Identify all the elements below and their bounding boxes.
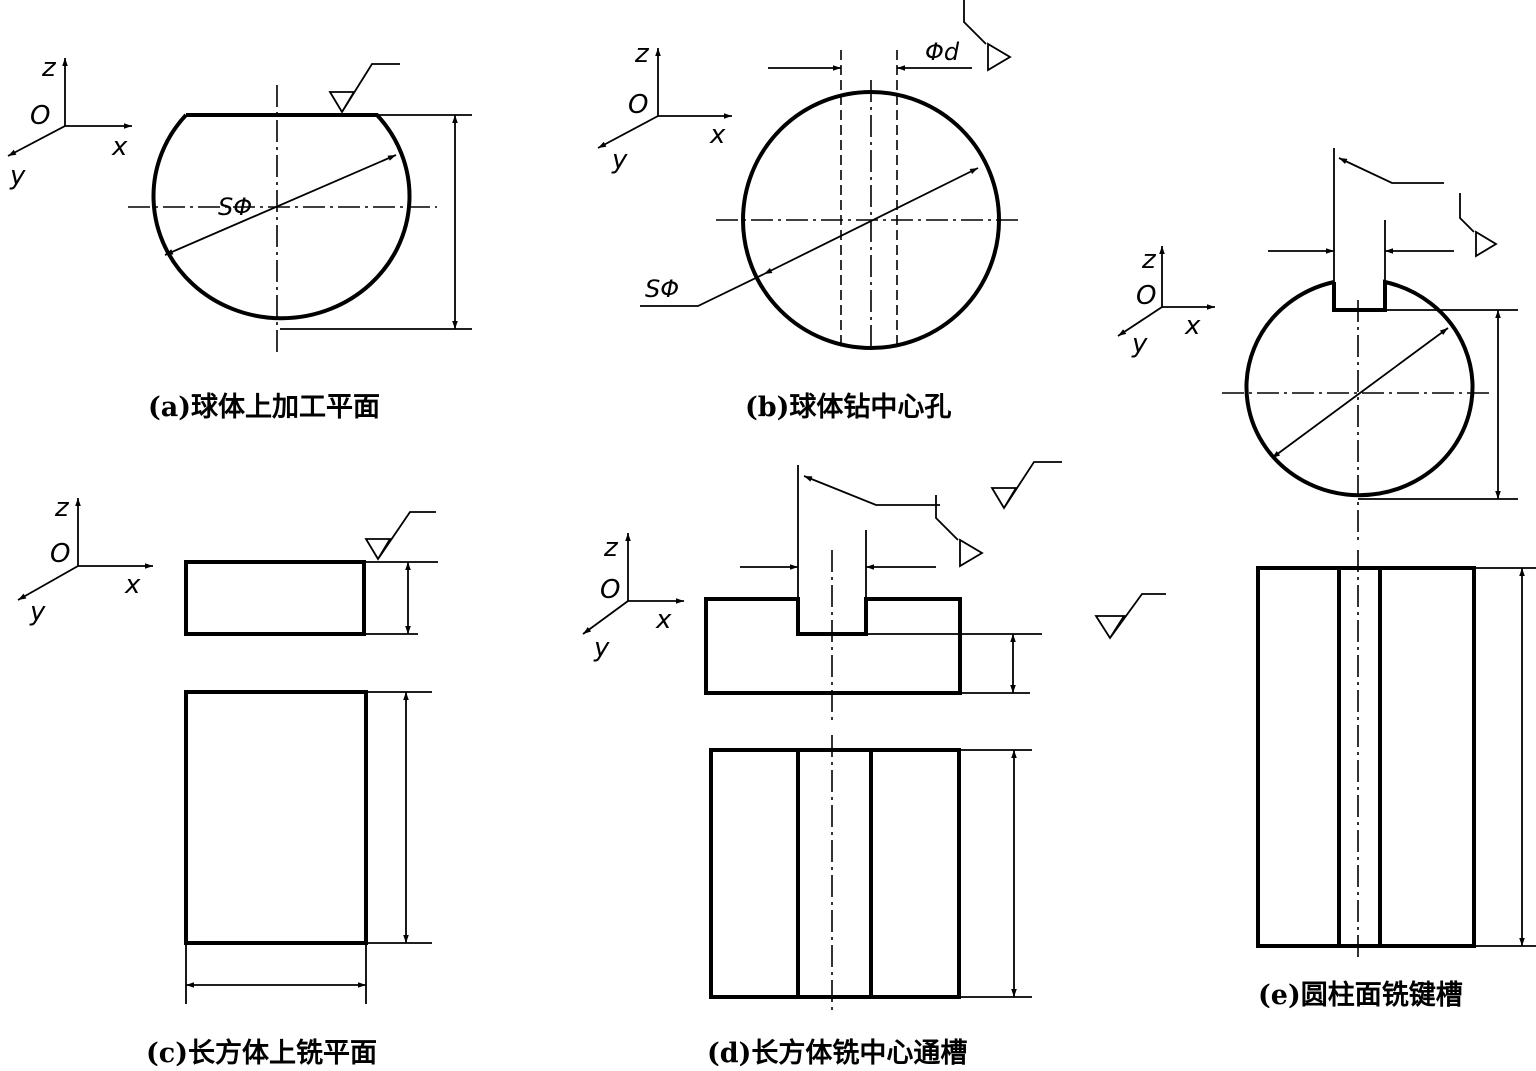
axis-z-label: z xyxy=(603,533,619,563)
axis-y-label: y xyxy=(9,161,26,191)
top-view-block xyxy=(709,748,961,999)
sphere-diameter-label: SΦ xyxy=(218,193,252,221)
axes-triad-b: z O x y xyxy=(597,39,732,175)
axes-triad-e: z O x y xyxy=(1117,245,1215,359)
symmetry-symbol xyxy=(935,495,984,568)
side-view-cylinder xyxy=(1256,566,1476,948)
axis-y-label: y xyxy=(593,633,610,663)
front-view-slotted-block xyxy=(704,597,962,695)
figure-d: z O x y xyxy=(582,461,1166,1010)
figure-a: z O x y SΦ xyxy=(7,53,472,355)
figure-c: z O x y xyxy=(17,493,438,1004)
caption-d: (d)长方体铣中心通槽 xyxy=(707,1037,967,1069)
diameter-leader xyxy=(640,273,765,307)
axis-z-label: z xyxy=(41,53,57,83)
surface-finish-symbol xyxy=(328,63,400,114)
sphere-diameter-label: SΦ xyxy=(645,275,679,303)
axis-y-label: y xyxy=(611,145,628,175)
axes-triad-d: z O x y xyxy=(582,533,684,663)
axis-x-label: x xyxy=(655,605,672,635)
axis-x-label: x xyxy=(1184,311,1201,341)
top-view-block xyxy=(184,690,368,945)
symmetry-leader xyxy=(803,475,940,506)
front-view-block xyxy=(184,560,366,636)
truncated-sphere-outline xyxy=(151,113,412,321)
keyway-cylinder-section xyxy=(1244,279,1475,498)
axis-origin-label: O xyxy=(628,90,648,120)
axis-origin-label: O xyxy=(30,101,50,131)
axes-triad-a: z O x y xyxy=(7,53,132,191)
axis-x-label: x xyxy=(709,120,726,150)
axis-z-label: z xyxy=(1141,245,1157,275)
axes-triad-c: z O x y xyxy=(17,493,153,627)
axis-y-label: y xyxy=(29,597,46,627)
diameter-dimension xyxy=(763,167,979,275)
caption-a: (a)球体上加工平面 xyxy=(148,392,380,423)
surface-finish-symbol-slot xyxy=(990,461,1062,510)
axis-x-label: x xyxy=(124,570,141,600)
axis-z-label: z xyxy=(634,39,650,69)
caption-e: (e)圆柱面铣键槽 xyxy=(1258,979,1463,1011)
diameter-dimension xyxy=(164,154,397,256)
axis-x-label: x xyxy=(111,132,128,162)
surface-finish-symbol xyxy=(963,0,1012,72)
symmetry-leader xyxy=(1338,157,1444,184)
axis-y-label: y xyxy=(1131,329,1148,359)
surface-finish-symbol-bottom xyxy=(1094,593,1166,640)
surface-finish-symbol xyxy=(1459,193,1498,258)
caption-b: (b)球体钻中心孔 xyxy=(745,392,951,423)
hole-diameter-label: Φd xyxy=(925,38,960,66)
figure-b: z O x y Φd SΦ xyxy=(597,0,1018,350)
surface-finish-symbol xyxy=(364,511,436,561)
axis-origin-label: O xyxy=(1136,281,1156,311)
axis-origin-label: O xyxy=(600,575,620,605)
figure-e: z O x y xyxy=(1117,148,1536,960)
axis-z-label: z xyxy=(54,493,70,523)
caption-c: (c)长方体上铣平面 xyxy=(146,1037,377,1069)
diameter-dimension xyxy=(1271,327,1449,459)
axis-origin-label: O xyxy=(50,539,70,569)
